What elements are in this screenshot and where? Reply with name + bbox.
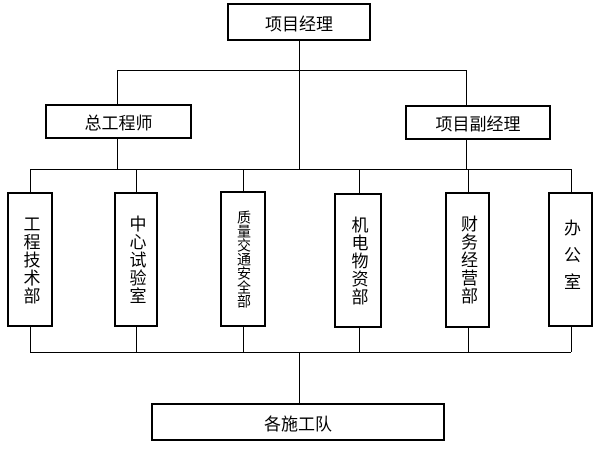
connector-level2-left-drop	[117, 70, 118, 104]
connector-dept-4-bottom	[359, 328, 360, 352]
node-dept-engineering: 工程技术部	[7, 192, 53, 327]
node-label: 项目副经理	[435, 115, 521, 135]
connector-dept-4-top	[359, 169, 360, 193]
node-label: 机电物资部	[347, 215, 368, 306]
node-label: 总工程师	[84, 114, 153, 134]
node-label: 质量交通安全部	[235, 210, 251, 308]
node-dept-finance: 财务经营部	[445, 192, 490, 328]
connector-dept-6-bottom	[571, 327, 572, 352]
node-project-manager: 项目经理	[227, 3, 371, 41]
node-label: 办公室	[560, 219, 580, 300]
connector-level2-bus	[117, 70, 466, 71]
connector-dept-6-top	[571, 169, 572, 192]
connector-level2-right-drop	[466, 70, 467, 105]
node-label: 项目经理	[265, 14, 333, 35]
connector-level2-left-up	[117, 139, 118, 169]
connector-dept-1-bottom	[30, 327, 31, 352]
connector-dept-1-top	[30, 169, 31, 192]
node-label: 财务经营部	[457, 215, 477, 305]
node-dept-quality-safety: 质量交通安全部	[220, 191, 266, 327]
node-chief-engineer: 总工程师	[45, 104, 192, 139]
connector-dept-3-top	[243, 169, 244, 191]
connector-dept-5-top	[468, 169, 469, 192]
node-label: 工程技术部	[19, 214, 40, 305]
node-deputy-project-manager: 项目副经理	[405, 105, 551, 140]
node-label: 各施工队	[264, 414, 332, 435]
connector-dept-2-top	[136, 169, 137, 192]
connector-dept-3-bottom	[243, 327, 244, 352]
connector-dept-5-bottom	[468, 328, 469, 352]
connector-bottom-down	[299, 352, 300, 403]
connector-departments-top-bus	[30, 169, 571, 170]
node-construction-teams: 各施工队	[151, 403, 445, 441]
node-dept-central-lab: 中心试验室	[114, 192, 158, 327]
node-dept-mechanical-materials: 机电物资部	[334, 193, 382, 328]
connector-departments-bottom-bus	[30, 352, 571, 353]
connector-dept-2-bottom	[136, 327, 137, 352]
node-dept-office: 办公室	[548, 192, 593, 327]
connector-level2-right-up	[466, 140, 467, 169]
connector-top-down	[299, 41, 300, 169]
node-label: 中心试验室	[125, 214, 146, 305]
